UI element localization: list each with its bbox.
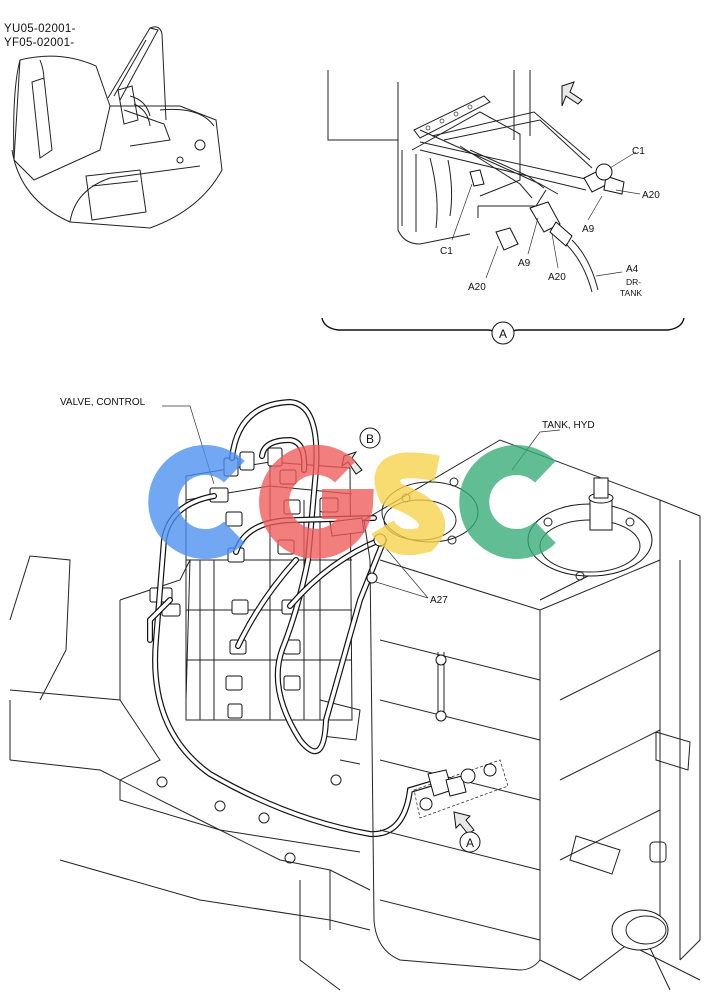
watermark-letter-c-1 (148, 445, 245, 559)
watermark-letter-s-3 (371, 452, 445, 556)
main-assembly-view: A B VALVE, CONTROL TANK, HYD A27 (9, 397, 701, 991)
view-a-arrow (453, 811, 475, 835)
view-a-main-marker (459, 831, 481, 853)
callout-a9-right: A9 (582, 224, 595, 235)
callout-c1-right: C1 (632, 146, 645, 157)
callout-a9-mid: A9 (518, 258, 531, 269)
label-valve-control: VALVE, CONTROL (60, 397, 146, 408)
view-a-marker-letter: A (499, 327, 507, 341)
callout-c1-left: C1 (440, 246, 453, 257)
watermark-letter-c-4 (459, 445, 556, 559)
label-tank-hyd: TANK, HYD (542, 420, 595, 431)
callout-dr-tank-2: TANK (620, 288, 642, 298)
label-a27: A27 (430, 595, 448, 606)
view-a-main-marker-letter: A (466, 836, 474, 850)
callout-a20-left: A20 (468, 282, 486, 293)
watermark-letter-g-2 (259, 444, 374, 559)
callout-a20-right: A20 (642, 190, 660, 201)
callout-a20-mid: A20 (548, 272, 566, 283)
view-b-marker-letter: B (366, 432, 374, 446)
excavator-thumbnail (11, 26, 223, 229)
serial-line-1: YU05-02001- (4, 23, 76, 35)
callout-a4: A4 (626, 264, 639, 275)
view-b-marker (359, 427, 381, 449)
serial-line-2: YF05-02001- (4, 37, 74, 49)
view-a-marker (491, 321, 515, 345)
watermark-logo (148, 444, 556, 559)
detail-view-a: C1 A20 A9 C1 A20 A9 A20 A4 DR- TANK A (321, 70, 685, 345)
callout-dr-tank-1: DR- (626, 277, 641, 287)
